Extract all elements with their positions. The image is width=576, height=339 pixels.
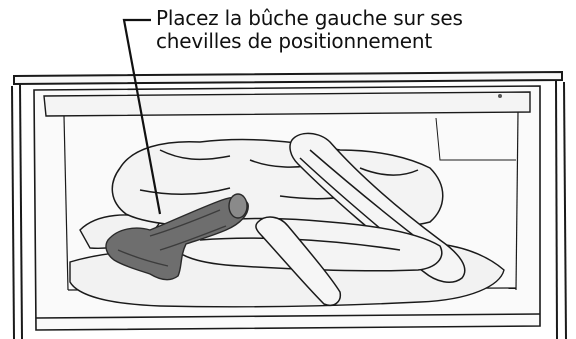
callout-line-2: chevilles de positionnement bbox=[156, 30, 556, 53]
callout-line-1: Placez la bûche gauche sur ses bbox=[156, 7, 556, 30]
callout-label: Placez la bûche gauche sur ses chevilles… bbox=[156, 7, 556, 53]
